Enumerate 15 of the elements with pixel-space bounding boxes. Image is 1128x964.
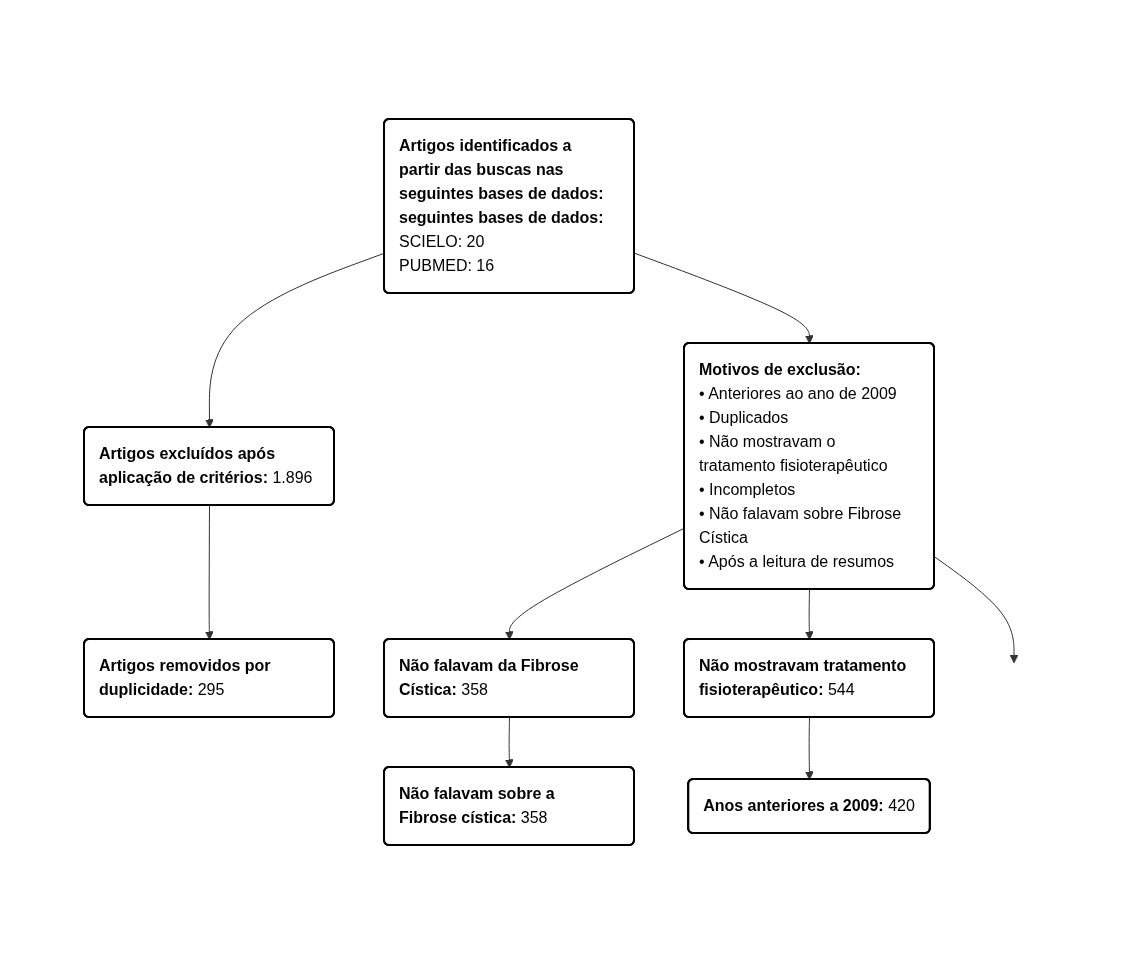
arrow xyxy=(504,717,514,768)
arrow xyxy=(504,527,685,640)
arrow xyxy=(805,717,814,780)
arrow xyxy=(634,252,814,344)
node-text: Motivos de exclusão: • Anteriores ao ano de 2009 • Duplicados • Não mostravam o tratamento fisioterapêutico • Incompletos • Não falavam sobre Fibrose Cística • Após a leitura de resumos xyxy=(699,361,902,570)
node-text: Artigos removidos por duplicidade: 295 xyxy=(99,657,271,698)
node-text: Não mostravam tratamento fisioterapêutico: 544 xyxy=(699,657,907,698)
arrow xyxy=(205,252,385,428)
arrow xyxy=(804,589,814,640)
node-text: Artigos excluídos após aplicação de critérios: 1.896 xyxy=(99,445,313,486)
arrow xyxy=(934,556,1019,664)
node-text: Artigos identificados a partir das buscas nas seguintes bases de dados: seguintes bases de dados: SCIELO: 20 PUBMED: 16 xyxy=(399,137,604,274)
node-text: Não falavam sobre a Fibrose cística: 358 xyxy=(399,785,555,826)
arrow xyxy=(204,505,214,640)
node-text: Não falavam da Fibrose Cística: 358 xyxy=(399,657,579,698)
